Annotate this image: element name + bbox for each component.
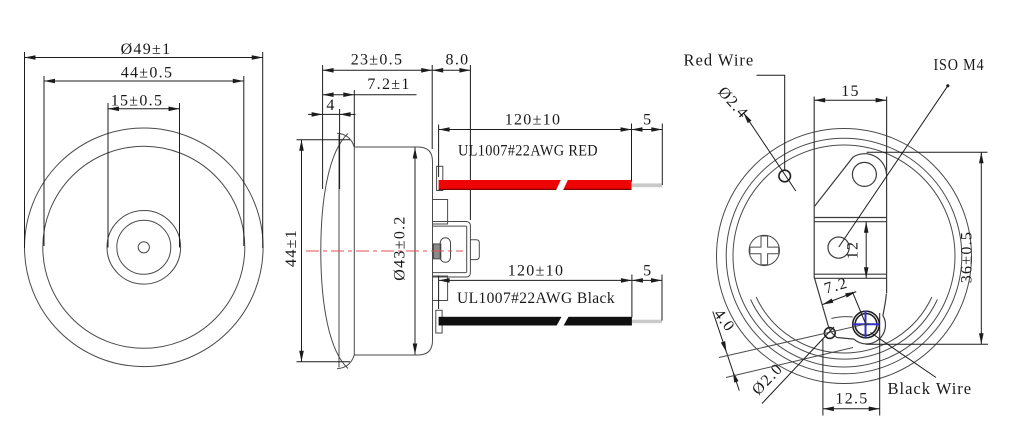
side-dim-case-diameter-text: Ø43±0.2 [392,215,409,280]
front-face-circle [42,145,246,349]
side-dim-depth-text: 23±0.5 [351,52,404,69]
rear-tab-upper-edge [831,316,853,319]
black-wire-label-text: Black Wire [888,379,973,398]
rear-label-iso-m4: ISO M4 [838,55,985,248]
rear-dim-red-hole: Ø2.4 [714,84,797,192]
red-wire-label: UL1007#22AWG RED [458,143,598,160]
side-dim-dome-protrusion: 7.2±1 [322,76,417,147]
front-dim-outer-diameter-text: Ø49±1 [121,41,172,58]
red-wire-insulation [438,180,632,190]
black-wire-break [555,315,570,328]
phillips-cross-icon [749,235,780,266]
side-view: 44±1 Ø43±0.2 23±0.5 8.0 7.2±1 [283,52,663,370]
front-dome-circle [106,210,182,285]
black-wire-dim-length-text: 120±10 [508,263,565,280]
rear-dim-tab-offset: 7.2 [822,275,867,326]
rear-dim-small-hole: Ø2.0 [749,326,835,404]
rear-dim-tab-edge-text: 4.0 [710,306,738,335]
rear-dim-bracket-width-text: 15 [841,83,860,100]
side-dim-bracket-protrusion-text: 8.0 [446,52,470,69]
side-bracket-outline [432,221,471,278]
rear-dim-mount-height: 36±0.5 [865,151,988,345]
side-terminal-top [436,165,444,192]
side-dome-shoulder-top [336,132,355,148]
rear-dim-tab-offset-text: 7.2 [822,275,850,298]
rear-dim-tab-edge: 4.0 [710,306,870,391]
rear-inner-circle [732,144,956,368]
rear-red-wire-hole [778,169,792,183]
rear-label-black-wire: Black Wire [870,332,973,398]
front-dim-face-diameter-text: 44±0.5 [121,65,174,82]
rear-phillips-screw [748,234,780,267]
front-dome-inner-circle [116,219,172,275]
rear-m4-hole [827,236,850,259]
red-wire-label-text: Red Wire [684,51,755,70]
rear-view: Red Wire ISO M4 Black Wire Ø2.4 15 12 [684,51,988,416]
red-wire [438,177,663,193]
rear-groove-arc-2 [755,296,933,354]
side-dim-height: 44±1 [283,139,350,363]
red-wire-dim-length-text: 120±10 [505,112,562,129]
red-wire-break [555,177,569,193]
rear-dim-hole-offset-text: 12 [845,241,862,260]
rear-bracket-ear [814,153,888,207]
iso-m4-label-text: ISO M4 [934,55,985,74]
front-dim-dome-diameter-text: 15±0.5 [111,93,164,110]
rear-dim-hole-offset: 12 [845,221,869,279]
rear-dim-wire-hole-offset-text: 12.5 [835,391,868,408]
rear-label-red-wire: Red Wire [684,51,786,170]
side-bracket-slot [439,237,452,263]
front-center-hole [137,241,150,254]
black-wire-dims: 120±10 5 UL1007#22AWG Black [438,263,663,321]
rear-bracket-tab [814,278,887,345]
front-dim-dome-diameter: 15±0.5 [107,93,180,248]
black-wire-bare-end [631,319,662,324]
rear-dim-bracket-width: 15 [814,83,887,103]
side-rear-step-top [432,199,449,225]
black-wire [438,315,662,328]
side-rear-step-bottom [432,275,449,301]
rear-dim-small-hole-text: Ø2.0 [749,360,787,398]
rear-bracket [813,96,888,345]
rear-rim-circle [725,137,963,375]
rear-dim-wire-hole-offset: 12.5 [822,313,881,416]
side-dim-pad-thickness-text: 4 [326,97,335,114]
rear-outer-circle [716,128,972,384]
red-wire-bare-end [631,183,663,188]
side-dim-depth: 23±0.5 8.0 [322,52,471,220]
rear-groove-arc-1 [750,299,938,360]
front-outer-circle [24,127,264,368]
side-bracket-tab [470,239,480,261]
side-dim-dome-protrusion-text: 7.2±1 [367,76,410,93]
black-wire-label: UL1007#22AWG Black [457,290,615,307]
black-wire-dim-strip-text: 5 [643,263,652,280]
front-view: Ø49±1 44±0.5 15±0.5 [24,41,264,368]
front-dim-outer-diameter: Ø49±1 [24,41,264,248]
side-dome-profile [320,133,349,369]
rear-dim-mount-height-text: 36±0.5 [959,231,976,284]
front-dim-face-diameter: 44±0.5 [43,65,245,246]
side-dome-shoulder-bottom [336,354,355,370]
rear-ear-hole [851,161,878,187]
red-wire-dims: 120±10 5 UL1007#22AWG RED [438,112,663,185]
side-dim-height-text: 44±1 [283,229,300,267]
side-dim-pad-thickness: 4 [308,97,356,189]
red-wire-dim-strip-text: 5 [643,112,652,129]
black-wire-insulation [438,316,632,326]
